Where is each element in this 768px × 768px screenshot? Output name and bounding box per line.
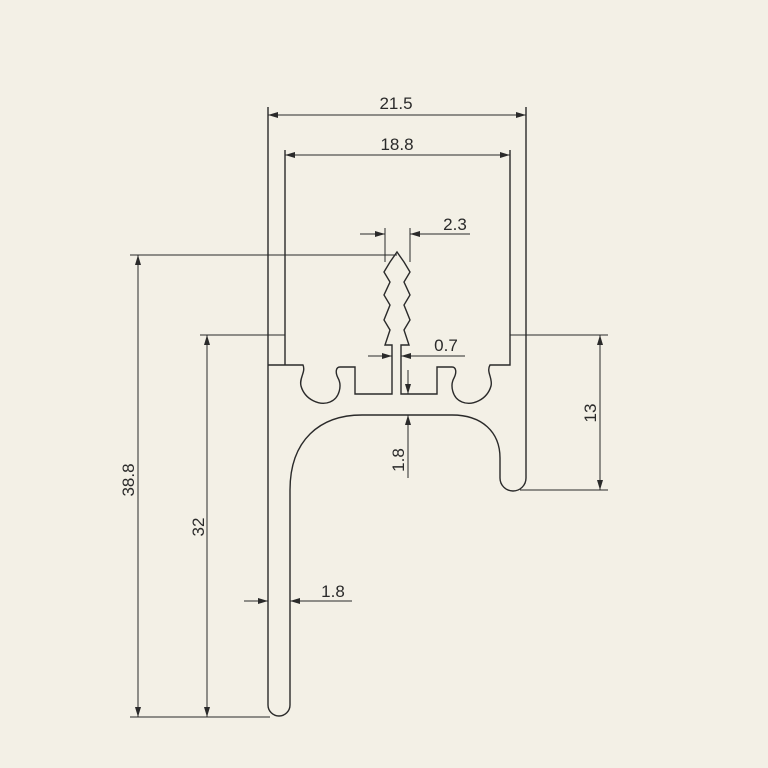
profile-outline [267, 107, 527, 717]
dim-label-inner-width: 18.8 [380, 135, 413, 154]
dim-label-stem-width: 0.7 [434, 336, 458, 355]
dimension-leg-height: 32 [189, 334, 285, 717]
dim-label-wall-thickness: 1.8 [321, 582, 345, 601]
dimension-overall-width: 21.5 [268, 94, 526, 118]
dimension-slot-width: 2.3 [360, 215, 470, 262]
dimension-stem-width: 0.7 [368, 336, 465, 359]
dimension-inner-width: 18.8 [285, 135, 510, 158]
dim-label-slot-width: 2.3 [443, 215, 467, 234]
dim-label-bridge-thickness: 1.8 [389, 448, 408, 472]
dimension-bridge-thickness: 1.8 [389, 370, 411, 478]
dimension-right-lip-height: 13 [510, 334, 608, 491]
dimension-wall-thickness: 1.8 [244, 582, 352, 604]
dim-label-leg-height: 32 [189, 518, 208, 537]
dimension-overall-height: 38.8 [119, 254, 397, 718]
dim-label-overall-width: 21.5 [379, 94, 412, 113]
dim-label-right-lip-height: 13 [581, 404, 600, 423]
dim-label-overall-height: 38.8 [119, 463, 138, 496]
